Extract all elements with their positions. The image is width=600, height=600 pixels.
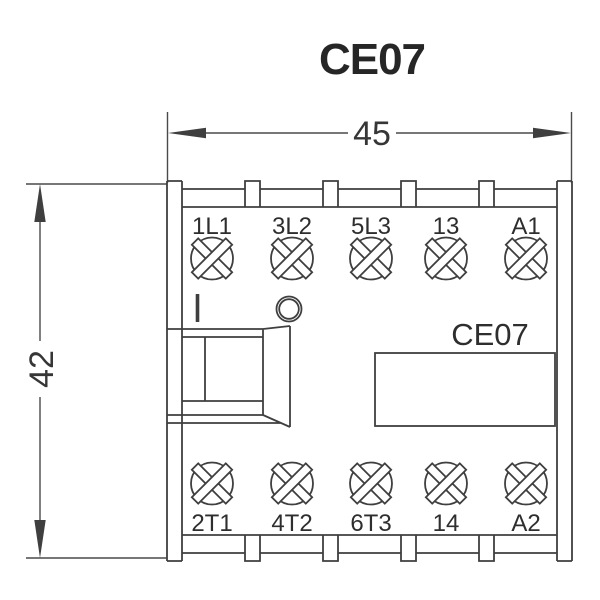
dimension-arrowhead-icon — [168, 127, 206, 139]
terminal-labels-bottom: 2T1 4T2 6T3 14 A2 — [191, 510, 540, 537]
height-dimension-value: 42 — [23, 350, 61, 388]
body-right-edge — [556, 180, 573, 562]
terminal-label: 6T3 — [350, 510, 391, 537]
terminal-screws-bottom — [177, 448, 561, 519]
phillips-screw-icon — [257, 448, 327, 519]
phillips-screw-icon — [336, 448, 406, 519]
width-dimension-value: 45 — [353, 115, 391, 153]
indicator-outer-ring — [275, 295, 303, 323]
page-title: CE07 — [319, 35, 425, 84]
width-dimension: 45 — [166, 112, 573, 183]
terminal-labels-top: 1L1 3L2 5L3 13 A1 — [192, 213, 541, 240]
top-mounting-tabs — [244, 180, 495, 207]
round-indicator-icon — [275, 295, 303, 323]
phillips-screw-icon — [411, 448, 481, 519]
terminal-label: 4T2 — [271, 510, 312, 537]
dimension-arrowhead-icon — [533, 127, 571, 139]
indicator-inner-ring — [278, 298, 300, 320]
terminal-label: 14 — [433, 510, 460, 537]
dimension-arrowhead-icon — [34, 184, 46, 222]
phillips-screw-icon — [177, 448, 247, 519]
terminal-label: 1L1 — [192, 213, 232, 240]
model-label: CE07 — [451, 317, 529, 352]
height-dimension: 42 — [23, 183, 167, 559]
actuator-outline — [167, 325, 291, 428]
contactor-body — [166, 180, 573, 562]
terminal-label: A1 — [511, 213, 540, 240]
terminal-label: 13 — [433, 213, 460, 240]
actuator-block — [167, 325, 291, 428]
terminal-label: 5L3 — [351, 213, 391, 240]
terminal-label: 2T1 — [191, 510, 232, 537]
terminal-label: 3L2 — [272, 213, 312, 240]
bottom-mounting-tabs — [244, 535, 495, 562]
nameplate-rect — [374, 352, 556, 427]
phillips-screw-icon — [491, 448, 561, 519]
body-left-edge — [166, 180, 183, 562]
dimension-arrowhead-icon — [34, 520, 46, 558]
terminal-label: A2 — [511, 510, 540, 537]
